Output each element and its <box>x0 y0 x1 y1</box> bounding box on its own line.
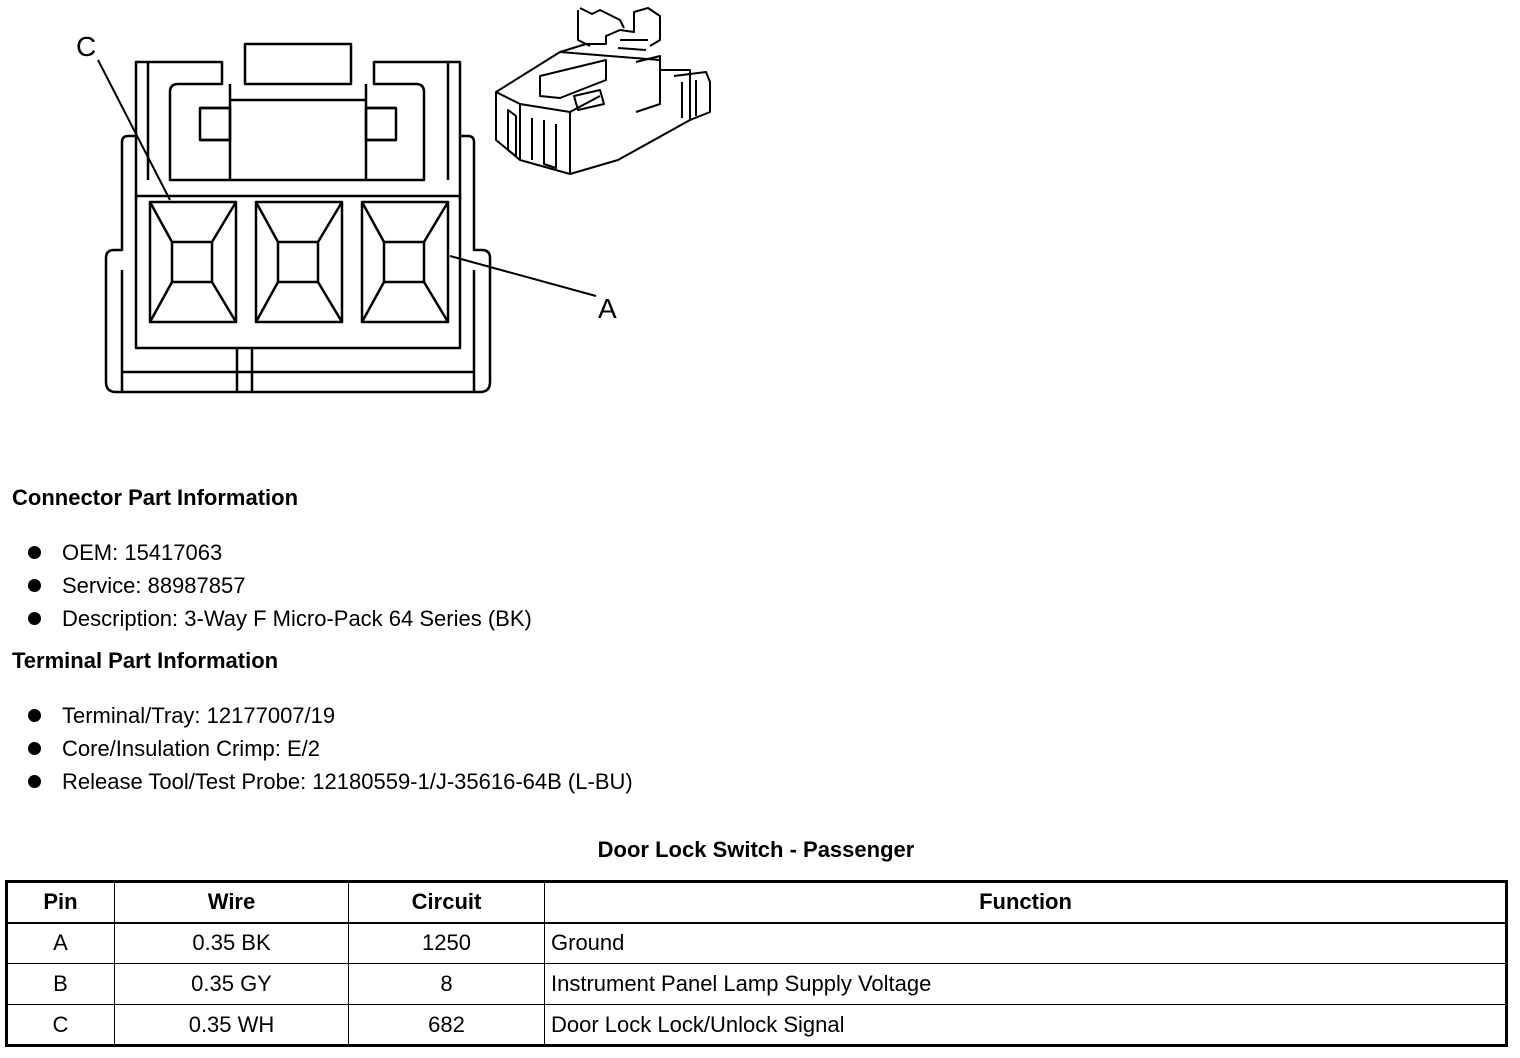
table-header-row: Pin Wire Circuit Function <box>6 881 1507 924</box>
table-row: C 0.35 WH 682 Door Lock Lock/Unlock Sign… <box>6 1004 1507 1046</box>
cell-pin: B <box>6 963 115 1005</box>
list-item: Terminal/Tray: 12177007/19 <box>28 699 633 732</box>
terminal-part-info-heading: Terminal Part Information <box>12 648 279 673</box>
connector-oem-text: OEM: 15417063 <box>62 540 223 565</box>
pin-table: Pin Wire Circuit Function A 0.35 BK 1250… <box>5 880 1508 1047</box>
bullet-icon <box>28 775 41 788</box>
connector-part-info-heading: Connector Part Information <box>12 485 299 510</box>
bullet-icon <box>28 612 41 625</box>
list-item: Service: 88987857 <box>28 569 532 602</box>
list-item: Release Tool/Test Probe: 12180559-1/J-35… <box>28 765 633 798</box>
connector-outer-shell <box>104 60 492 394</box>
leader-line-a <box>449 255 597 297</box>
leader-line-c <box>97 59 171 201</box>
column-header-circuit: Circuit <box>348 881 545 924</box>
table-title: Door Lock Switch - Passenger <box>597 837 915 862</box>
cell-wire: 0.35 GY <box>114 963 349 1005</box>
column-header-pin: Pin <box>6 881 115 924</box>
terminal-part-info-list: Terminal/Tray: 12177007/19 Core/Insulati… <box>28 699 633 798</box>
connector-isometric-view <box>495 7 711 175</box>
cell-circuit: 682 <box>348 1004 545 1046</box>
cell-wire: 0.35 WH <box>114 1004 349 1046</box>
connector-inner-outline <box>120 270 476 374</box>
pin-label-c: C <box>76 31 96 62</box>
list-item: OEM: 15417063 <box>28 536 532 569</box>
cavity-c <box>148 200 238 324</box>
column-header-wire: Wire <box>114 881 349 924</box>
core-crimp-text: Core/Insulation Crimp: E/2 <box>62 736 320 761</box>
list-item: Description: 3-Way F Micro-Pack 64 Serie… <box>28 602 532 635</box>
cell-wire: 0.35 BK <box>114 922 349 964</box>
pin-label-a: A <box>598 293 617 324</box>
cell-function: Ground <box>544 922 1507 964</box>
terminal-tray-text: Terminal/Tray: 12177007/19 <box>62 703 336 728</box>
connector-description-text: Description: 3-Way F Micro-Pack 64 Serie… <box>62 606 532 631</box>
column-header-function: Function <box>544 881 1507 924</box>
cell-function: Door Lock Lock/Unlock Signal <box>544 1004 1507 1046</box>
cell-circuit: 1250 <box>348 922 545 964</box>
connector-service-text: Service: 88987857 <box>62 573 246 598</box>
connector-part-info-list: OEM: 15417063 Service: 88987857 Descript… <box>28 536 532 635</box>
list-item: Core/Insulation Crimp: E/2 <box>28 732 633 765</box>
bullet-icon <box>28 579 41 592</box>
table-row: A 0.35 BK 1250 Ground <box>6 922 1507 964</box>
bullet-icon <box>28 546 41 559</box>
cell-pin: A <box>6 922 115 964</box>
table-row: B 0.35 GY 8 Instrument Panel Lamp Supply… <box>6 963 1507 1005</box>
cell-circuit: 8 <box>348 963 545 1005</box>
bullet-icon <box>28 742 41 755</box>
release-tool-text: Release Tool/Test Probe: 12180559-1/J-35… <box>62 769 633 794</box>
cavity-a <box>360 200 450 324</box>
connector-face-diagram: C A <box>76 7 711 394</box>
connector-latch <box>243 42 353 86</box>
cell-pin: C <box>6 1004 115 1046</box>
bullet-icon <box>28 709 41 722</box>
cell-function: Instrument Panel Lamp Supply Voltage <box>544 963 1507 1005</box>
cavity-b <box>254 200 344 324</box>
